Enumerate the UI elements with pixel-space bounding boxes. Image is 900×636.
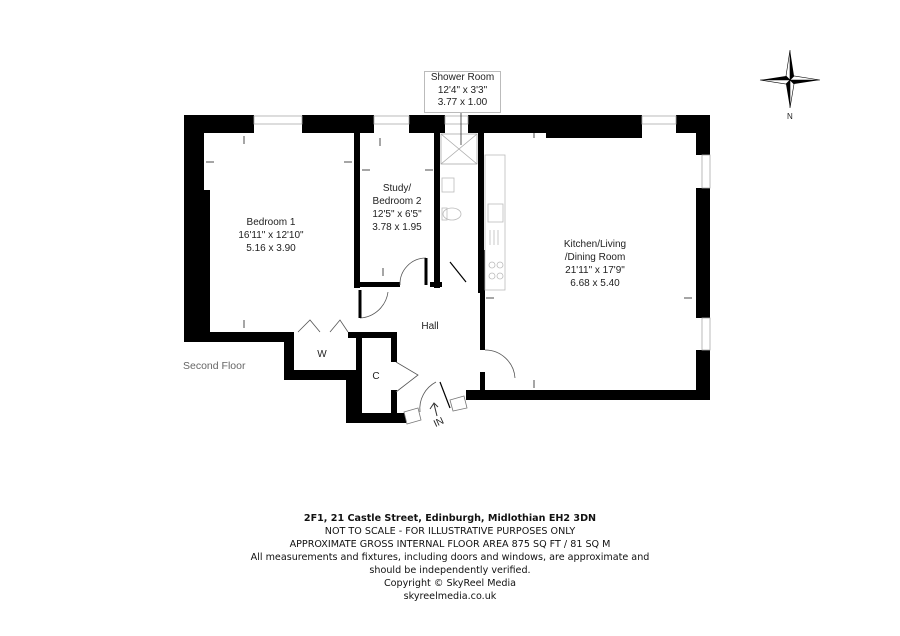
bedroom1-metric: 5.16 x 3.90 [246,243,296,254]
copyright: Copyright © SkyReel Media [383,578,517,589]
study-name: Study/ [383,183,412,194]
cupboard-label: C [372,371,379,382]
compass-north-label: N [787,112,793,121]
shower-metric: 3.77 x 1.00 [437,97,488,108]
shower-name: Shower Room [430,72,495,83]
bedroom1-imperial: 16'11" x 12'10" [238,230,304,241]
doors [297,257,516,413]
footer-disclaimer: 2F1, 21 Castle Street, Edinburgh, Midlot… [0,512,900,603]
shower-room-label-box: Shower Room 12'4" x 3'3" 3.77 x 1.00 [424,71,501,113]
sanitary-fixtures [441,177,462,221]
disclaimer-scale: NOT TO SCALE - FOR ILLUSTRATIVE PURPOSES… [324,526,576,537]
windows [253,115,711,351]
disclaimer-measurements: All measurements and fixtures, including… [250,552,650,563]
study-name-2: Bedroom 2 [373,196,422,207]
study-imperial: 12'5" x 6'5" [372,209,422,220]
kitchen-name-2: /Dining Room [565,252,626,263]
floor-area: APPROXIMATE GROSS INTERNAL FLOOR AREA 87… [289,539,611,550]
entrance-label: IN [432,416,446,430]
hall-label: Hall [421,321,438,332]
kitchen-name: Kitchen/Living [564,239,626,250]
kitchen-units [484,154,506,291]
dimension-arrows [206,130,692,388]
wardrobe-label: W [317,349,327,360]
bedroom1-name: Bedroom 1 [247,217,296,228]
study-metric: 3.78 x 1.95 [372,222,422,233]
kitchen-metric: 6.68 x 5.40 [570,278,620,289]
entrance-steps [403,395,468,425]
room-labels: Bedroom 1 16'11" x 12'10" 5.16 x 3.90 St… [183,183,626,430]
kitchen-imperial: 21'11" x 17'9" [565,265,625,276]
property-address: 2F1, 21 Castle Street, Edinburgh, Midlot… [303,513,597,524]
walls [184,115,710,423]
website: skyreelmedia.co.uk [403,591,497,602]
shower-imperial: 12'4" x 3'3" [437,84,488,96]
entrance-arrow-icon [429,402,439,417]
compass-rose-icon [759,49,821,109]
floor-label: Second Floor [183,360,246,372]
shower-tray [440,111,478,165]
disclaimer-verify: should be independently verified. [369,565,531,576]
